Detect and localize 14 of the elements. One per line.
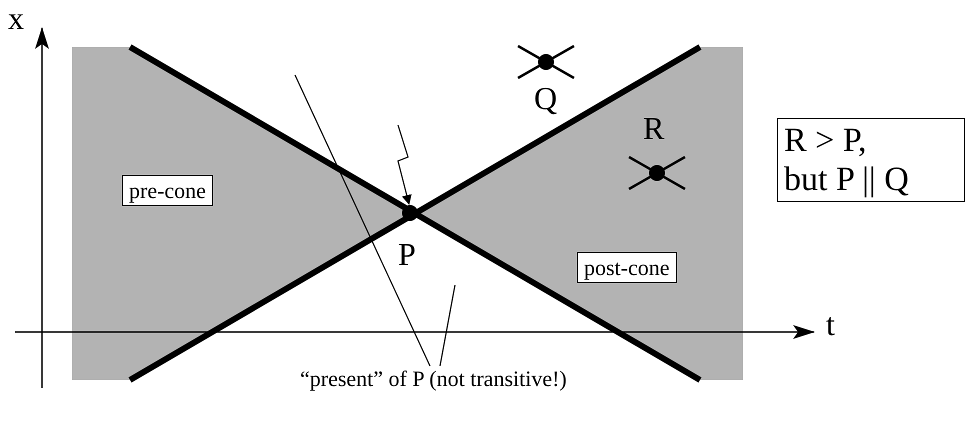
axis-label: x <box>8 2 24 34</box>
region-label: post-cone <box>577 252 677 284</box>
caption-text: “present” of P (not transitive!) <box>300 366 567 392</box>
statement-box: R > P, but P || Q <box>777 118 965 202</box>
event-label: R <box>643 112 664 144</box>
event-label: P <box>398 238 416 270</box>
event-dot <box>538 54 554 70</box>
leader-line <box>294 74 431 366</box>
axis-label: t <box>826 308 835 340</box>
leader-line <box>439 284 456 366</box>
lightning-arrow <box>397 124 412 205</box>
event-label: Q <box>534 82 558 114</box>
region-label: pre-cone <box>122 175 213 206</box>
event-dot <box>402 205 418 221</box>
